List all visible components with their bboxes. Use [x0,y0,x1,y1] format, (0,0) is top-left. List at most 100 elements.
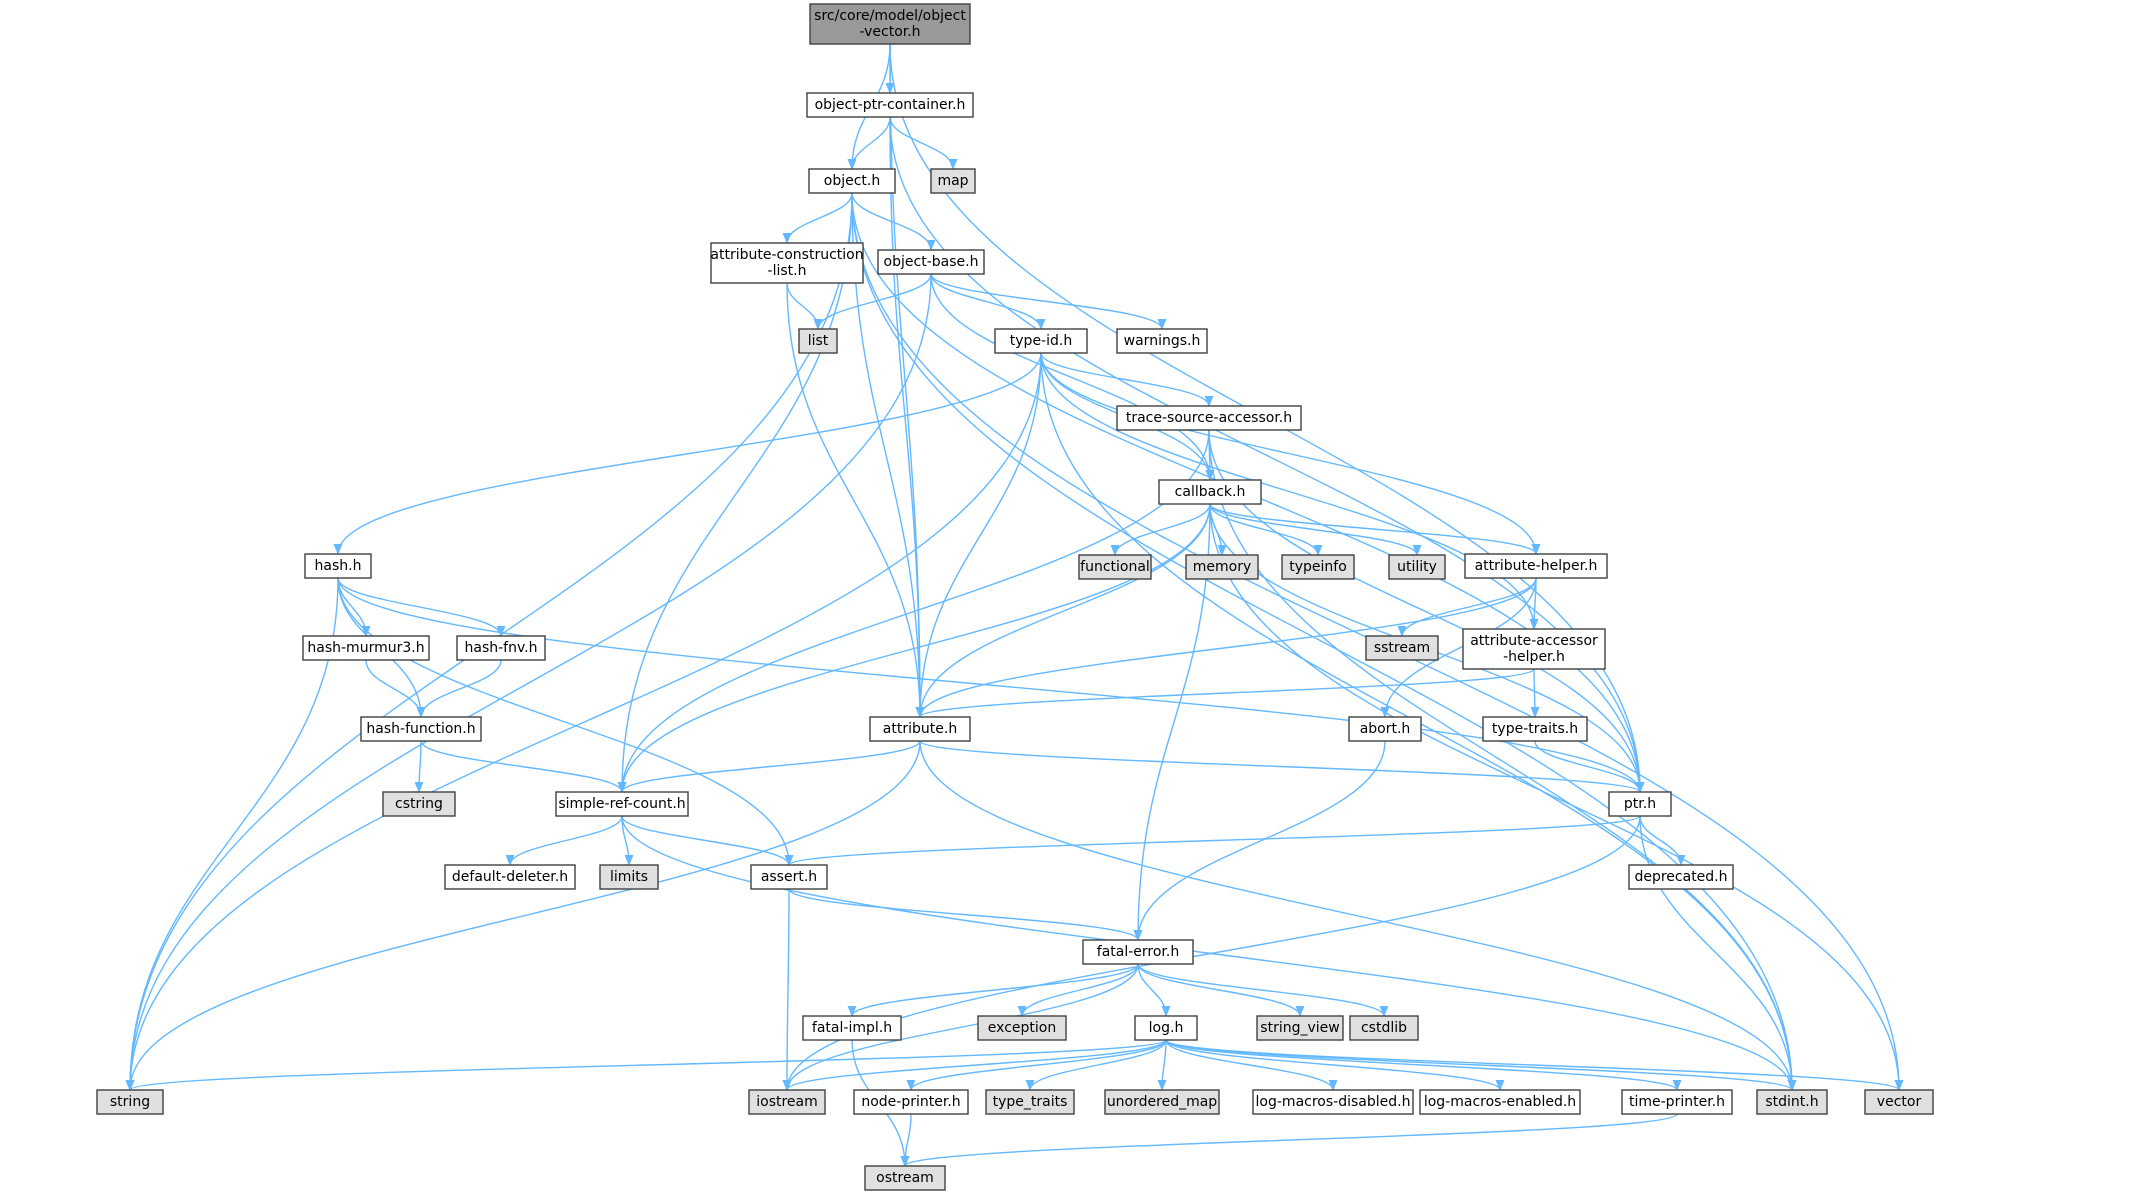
edge-log-to-time_printer [1165,1039,1682,1092]
node-object-base[interactable]: object-base.h [877,249,985,275]
node-attribute[interactable]: attribute.h [869,716,971,742]
node-typeinfo: typeinfo [1281,554,1355,580]
node-label: hash-fnv.h [465,640,538,656]
edge-fatal_error-to-iostream [782,963,1139,1092]
edge-object_base-to-list [813,273,932,331]
node-type-traits: type_traits [985,1089,1075,1115]
node-label: functional [1080,559,1150,575]
node-ostream: ostream [864,1165,946,1191]
node-object-h[interactable]: object.h [808,168,896,194]
node-label: log-macros-disabled.h [1256,1094,1411,1110]
node-lmd[interactable]: log-macros-disabled.h [1252,1089,1414,1115]
edge-object_base-to-string [125,273,932,1092]
node-label: vector [1877,1094,1922,1110]
node-label: utility [1397,559,1437,575]
node-label: time-printer.h [1629,1094,1725,1110]
node-node-printer[interactable]: node-printer.h [853,1089,969,1115]
node-box [869,716,971,742]
node-assert[interactable]: assert.h [750,864,828,890]
edge-opc-to-object_h [847,116,891,171]
edge-hash_fnv-to-hash_func [416,659,502,719]
edge-aah-to-attribute [915,668,1535,719]
node-box [748,1089,826,1115]
node-aah[interactable]: attribute-accessor-helper.h [1462,628,1606,670]
node-deprecated[interactable]: deprecated.h [1628,864,1734,890]
edge-hash_func-to-cstring [414,740,424,794]
node-box [1104,1089,1220,1115]
node-box [1348,716,1422,742]
node-box [1116,405,1302,431]
node-label: node-printer.h [861,1094,960,1110]
edge-opc-to-map [889,116,958,171]
node-label: stdint.h [1765,1094,1818,1110]
node-label: typeinfo [1289,559,1347,575]
node-ptr[interactable]: ptr.h [1608,791,1672,817]
edge-attribute-to-ptr [919,740,1645,794]
node-label: trace-source-accessor.h [1126,410,1292,426]
node-warnings[interactable]: warnings.h [1116,328,1208,354]
node-box [1864,1089,1934,1115]
edge-attribute-to-string [125,740,921,1092]
edge-object_h-to-acl [782,192,853,245]
edge-log-to-lmd [1165,1039,1338,1092]
node-hash-func[interactable]: hash-function.h [360,716,482,742]
node-box [802,1015,902,1041]
node-attr-helper[interactable]: attribute-helper.h [1464,553,1608,579]
edge-type_id-to-hash [333,352,1042,556]
node-default-deleter[interactable]: default-deleter.h [444,864,576,890]
node-label: object-base.h [884,254,979,270]
node-label: cstring [395,796,443,812]
edge-log-to-string [125,1039,1167,1092]
node-type-id[interactable]: type-id.h [994,328,1088,354]
node-time-printer[interactable]: time-printer.h [1621,1089,1733,1115]
node-label: memory [1193,559,1252,575]
edge-log-to-stdint [1165,1039,1797,1092]
node-box [809,3,971,45]
node-label: -list.h [768,263,807,279]
edge-acl-to-attribute [786,282,925,719]
edge-callback-to-src [617,503,1211,794]
header-nodes: src/core/model/object-vector.h object-ptr… [96,3,1934,1191]
edge-attr_helper-to-sstream [1397,577,1537,638]
node-hash-murmur[interactable]: hash-murmur3.h [302,635,430,661]
node-box [930,168,976,194]
node-label: assert.h [761,869,817,885]
edge-fatal_error-to-fatal_impl [847,963,1139,1018]
node-box [1419,1089,1581,1115]
node-box [456,635,546,661]
edge-callback-to-vector [1209,503,1904,1092]
node-hash-fnv[interactable]: hash-fnv.h [456,635,546,661]
edge-attr_helper-to-abort [1380,577,1537,719]
node-hash[interactable]: hash.h [304,553,372,579]
edge-log-to-unordered_map [1157,1039,1167,1092]
node-acl[interactable]: attribute-construction-list.h [710,242,864,284]
node-label: type-traits.h [1492,721,1578,737]
node-label: object.h [824,173,880,189]
node-string: string [96,1089,164,1115]
edge-hash_func-to-src [420,740,627,794]
node-box [1464,553,1608,579]
node-box [806,92,974,118]
node-type-traits-h[interactable]: type-traits.h [1482,716,1588,742]
node-box [977,1015,1067,1041]
edge-object_base-to-warnings [930,273,1167,331]
edge-src-to-assert [621,815,794,867]
node-vector-h[interactable]: src/core/model/object-vector.h [809,3,971,45]
node-tsa[interactable]: trace-source-accessor.h [1116,405,1302,431]
node-log[interactable]: log.h [1134,1015,1198,1041]
node-abort[interactable]: abort.h [1348,716,1422,742]
edge-hash-to-assert [337,577,794,867]
edge-fatal_error-to-string_view [1137,963,1305,1018]
node-fatal-impl[interactable]: fatal-impl.h [802,1015,902,1041]
node-memory: memory [1185,554,1259,580]
edge-log-to-type_traits [1025,1039,1167,1092]
edge-type_id-to-aah [1040,352,1539,631]
node-opc[interactable]: object-ptr-container.h [806,92,974,118]
node-callback[interactable]: callback.h [1158,479,1262,505]
node-box [798,328,838,354]
node-src[interactable]: simple-ref-count.h [555,791,689,817]
node-lme[interactable]: log-macros-enabled.h [1419,1089,1581,1115]
node-fatal-error[interactable]: fatal-error.h [1082,939,1194,965]
node-box [1252,1089,1414,1115]
